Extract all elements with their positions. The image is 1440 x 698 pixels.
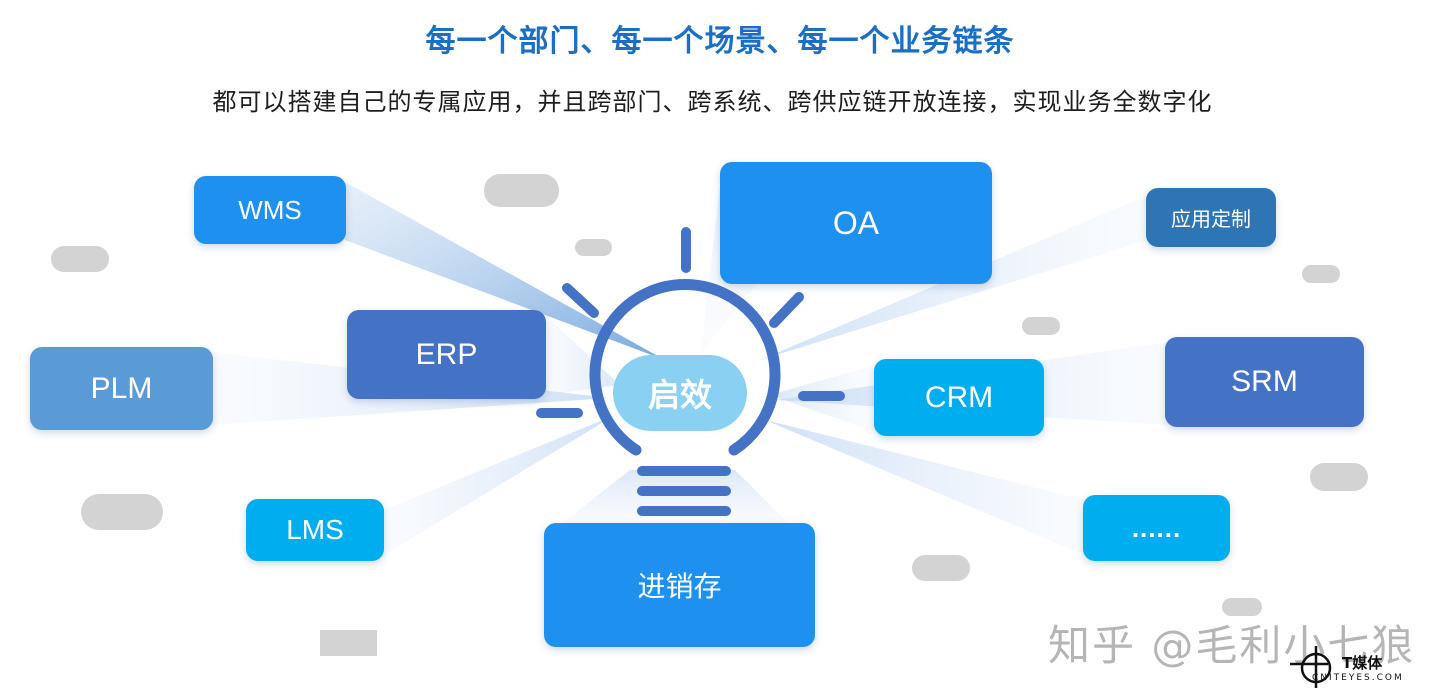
placeholder-pill [1222,598,1262,616]
beam-jxc [560,470,790,525]
placeholder-pill [912,555,970,581]
beam-more [765,420,1085,555]
bulb-base-bar [637,506,731,516]
page-subtitle: 都可以搭建自己的专属应用，并且跨部门、跨系统、跨供应链开放连接，实现业务全数字化 [212,88,1213,116]
node-srm: SRM [1165,337,1364,427]
placeholder-pill [484,174,559,207]
node-custom-app: 应用定制 [1146,188,1276,247]
node-more: ...... [1083,495,1230,561]
placeholder-pill [1310,463,1368,491]
media-logo-url: CNITEYES.COM [1312,673,1404,683]
node-plm: PLM [30,347,213,430]
placeholder-pill [1302,265,1340,283]
page-title: 每一个部门、每一个场景、每一个业务链条 [425,24,1015,59]
bulb-ray [769,292,804,328]
media-logo-name: T媒体 [1342,654,1383,672]
node-jxc: 进销存 [544,523,815,647]
bulb-outline [589,279,781,456]
bulb-base-bar [637,486,731,496]
node-crm: CRM [874,359,1044,436]
node-oa: OA [720,162,992,284]
watermark-text: 知乎 @毛利小七狼 [1048,621,1416,670]
node-lms: LMS [246,499,384,561]
placeholder-rect [320,630,377,656]
bulb-center-label: 启效 [613,355,747,431]
placeholder-pill [1022,317,1060,335]
media-logo-icon [1290,646,1332,688]
beam-lms [384,415,615,555]
bulb-ray [562,283,599,318]
placeholder-pill [575,239,612,256]
beam-wms [345,182,665,360]
placeholder-pill [81,494,163,530]
placeholder-pill [51,246,109,272]
node-wms: WMS [194,176,346,244]
bulb-base-bar [637,466,731,476]
node-erp: ERP [347,310,546,399]
beam-erp [545,315,620,395]
